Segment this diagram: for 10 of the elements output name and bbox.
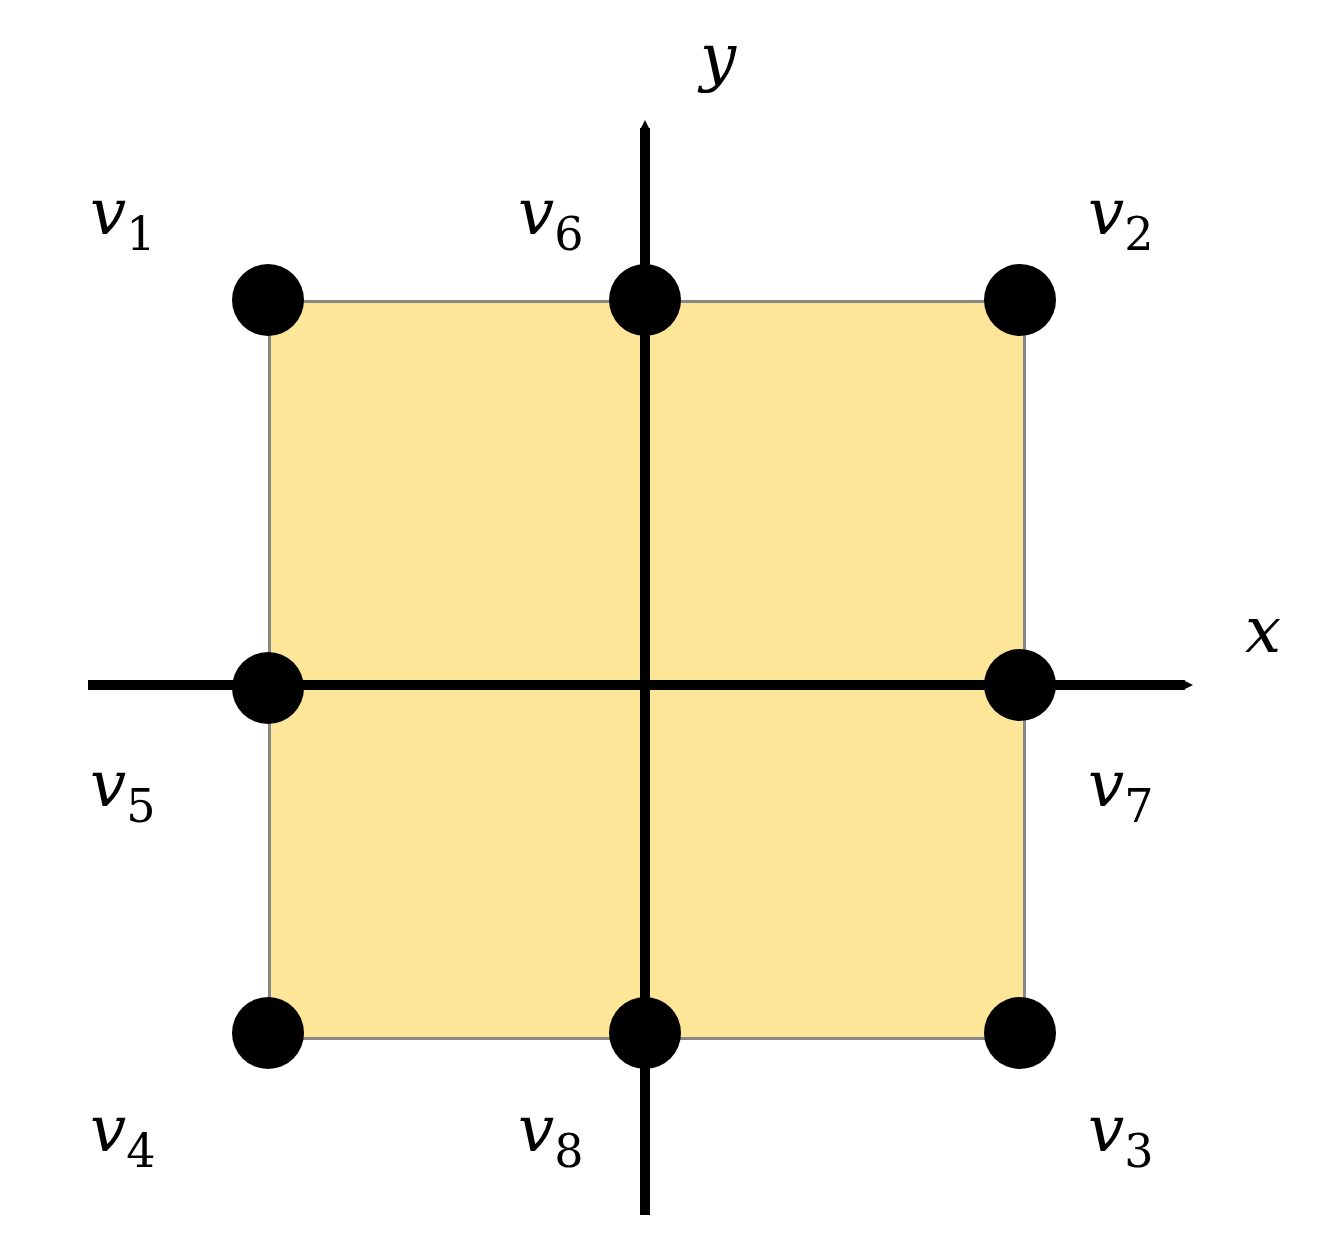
vertex-label: v$_{8}$: [518, 1097, 584, 1175]
vertex-label: v$_{2}$: [1088, 180, 1154, 258]
vertex-label: v$_{6}$: [518, 180, 584, 258]
vertex-label: v$_{3}$: [1088, 1097, 1154, 1175]
square: [268, 300, 1026, 1040]
vertex-label: v$_{7}$: [1088, 752, 1154, 830]
vertex-label: v$_{1}$: [90, 180, 156, 258]
vertex-label: v$_{4}$: [90, 1097, 156, 1175]
axis-label: x: [1245, 598, 1282, 662]
vertex-label: v$_{5}$: [90, 752, 156, 830]
